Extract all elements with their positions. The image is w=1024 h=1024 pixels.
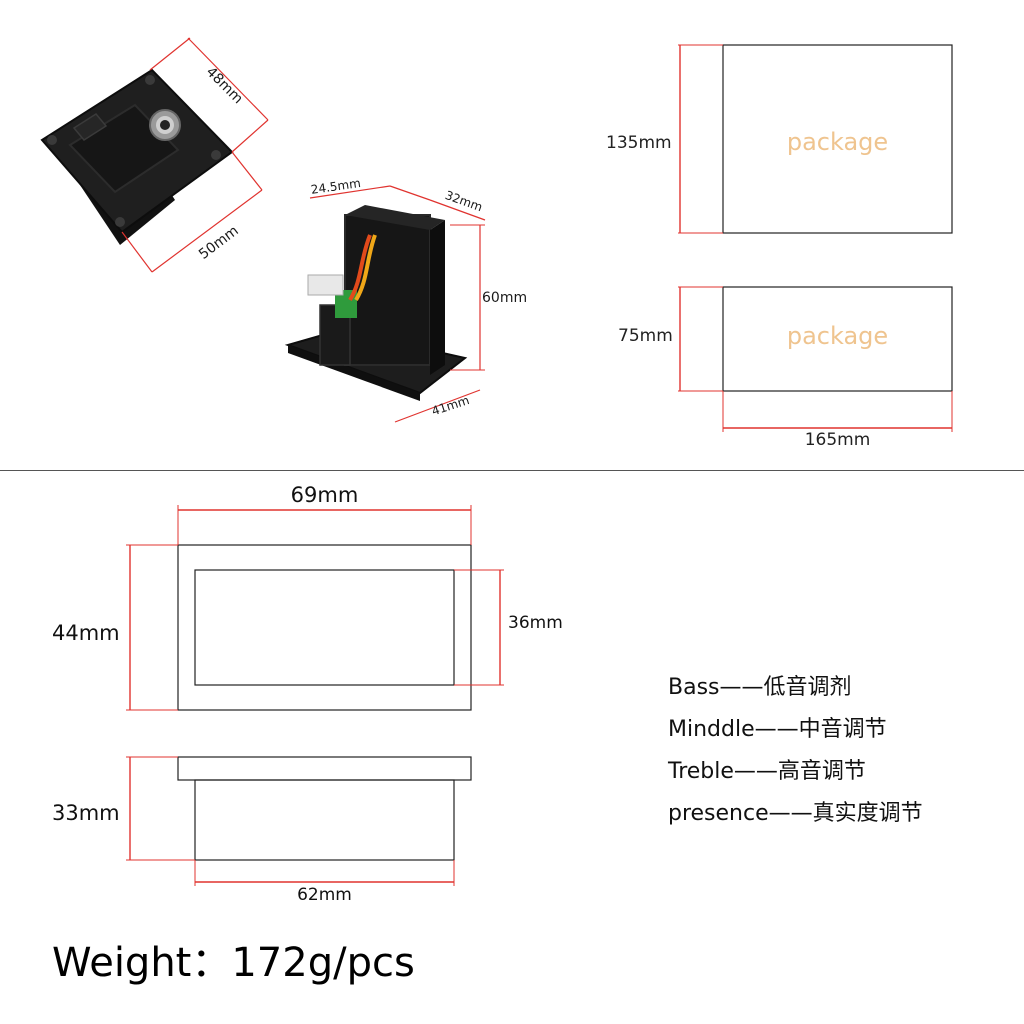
front-outer-width: 69mm — [290, 483, 359, 507]
package-big-label: package — [786, 128, 889, 156]
side-height: 33mm — [52, 801, 120, 825]
package-small-label: package — [786, 322, 889, 350]
preamp-top-view-photo — [40, 37, 269, 273]
preamp-side-view-photo — [284, 185, 486, 423]
weight-label: Weight：172g/pcs — [52, 940, 415, 986]
package-small-width: 165mm — [804, 430, 871, 450]
front-inner-height: 36mm — [508, 613, 563, 633]
side-bottom-width: 62mm — [297, 885, 352, 905]
package-small-height: 75mm — [618, 326, 673, 346]
front-outer-height: 44mm — [52, 621, 120, 645]
section-divider — [0, 470, 1024, 471]
front-view-drawing — [126, 505, 504, 886]
legend-bass: Bass——低音调剂 — [668, 675, 852, 700]
legend-middle: Minddle——中音调节 — [668, 717, 887, 742]
legend-treble: Treble——高音调节 — [668, 759, 866, 784]
dim-label-60mm: 60mm — [482, 290, 528, 306]
package-big-height: 135mm — [606, 133, 672, 153]
package-diagram — [678, 44, 953, 432]
legend-presence: presence——真实度调节 — [668, 801, 923, 826]
